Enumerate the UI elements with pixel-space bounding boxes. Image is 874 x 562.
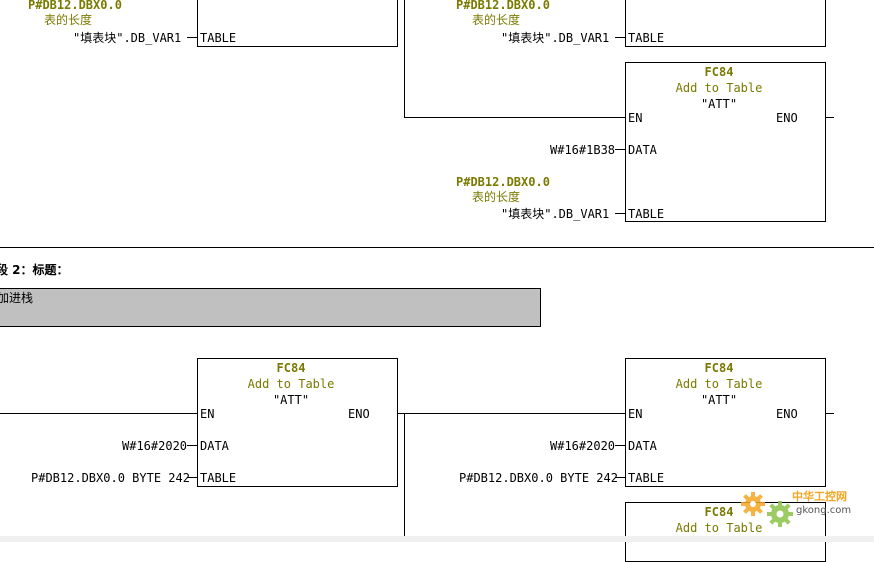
block-symbol: "ATT" — [272, 393, 310, 407]
pin-data: DATA — [628, 143, 657, 157]
gear-logo-icon — [741, 492, 793, 527]
watermark-title: 中华工控网 — [792, 490, 847, 503]
power-rail-branch — [404, 0, 405, 118]
table-address-label: P#DB12.DBX0.0 — [28, 0, 122, 12]
fc-block-n1-att[interactable] — [625, 62, 826, 222]
network-comment[interactable]: 数据加进栈 — [0, 288, 541, 327]
pin-table: TABLE — [200, 31, 237, 45]
block-description: Add to Table — [247, 377, 335, 391]
pin-table: TABLE — [628, 31, 665, 45]
network-heading[interactable]: 程序段 2：标题： — [0, 263, 69, 277]
table-address-label: P#DB12.DBX0.0 — [456, 175, 550, 189]
table-value: P#DB12.DBX0.0 BYTE 242 — [31, 471, 190, 485]
pin-en: EN — [628, 111, 643, 125]
block-symbol: "ATT" — [700, 97, 738, 111]
pin-eno: ENO — [776, 407, 798, 421]
block-description: Add to Table — [675, 377, 763, 391]
table-comment-label: 表的长度 — [44, 13, 93, 27]
pin-table: TABLE — [200, 471, 237, 485]
network-separator — [0, 247, 874, 248]
fc-block-n1-right[interactable] — [625, 0, 826, 47]
branch-connector — [404, 413, 405, 542]
data-value: W#16#2020 — [122, 439, 188, 453]
pin-data: DATA — [628, 439, 657, 453]
fc-block-n2-att-1[interactable] — [197, 358, 398, 487]
table-comment-label: 表的长度 — [472, 13, 521, 27]
block-name: FC84 — [704, 361, 734, 375]
fc-block-n2-att-2[interactable] — [625, 358, 826, 487]
table-symbol-label: "填表块".DB_VAR1 — [501, 31, 610, 45]
network-comment-text: 数据加进栈 — [0, 291, 34, 305]
table-address-label: P#DB12.DBX0.0 — [456, 0, 550, 12]
pin-en: EN — [628, 407, 643, 421]
pin-table: TABLE — [628, 207, 665, 221]
watermark-url: gkong.com — [796, 505, 852, 516]
fc-block-n1-left[interactable] — [197, 0, 398, 47]
data-value: W#16#2020 — [550, 439, 616, 453]
pin-eno: ENO — [348, 407, 370, 421]
block-symbol: "ATT" — [700, 393, 738, 407]
block-description: Add to Table — [675, 81, 763, 95]
table-comment-label: 表的长度 — [472, 190, 521, 204]
pin-data: DATA — [200, 439, 229, 453]
pin-eno: ENO — [776, 111, 798, 125]
block-description: Add to Table — [675, 521, 763, 535]
table-symbol-label: "填表块".DB_VAR1 — [73, 31, 182, 45]
status-strip — [0, 536, 874, 542]
data-value: W#16#1B38 — [550, 143, 616, 157]
block-name: FC84 — [704, 505, 734, 519]
table-symbol-label: "填表块".DB_VAR1 — [501, 207, 610, 221]
pin-en: EN — [200, 407, 215, 421]
table-value: P#DB12.DBX0.0 BYTE 242 — [459, 471, 618, 485]
gkong-watermark: 中华工控网 gkong.com — [738, 486, 868, 530]
block-name: FC84 — [704, 65, 734, 79]
pin-table: TABLE — [628, 471, 665, 485]
block-name: FC84 — [276, 361, 306, 375]
